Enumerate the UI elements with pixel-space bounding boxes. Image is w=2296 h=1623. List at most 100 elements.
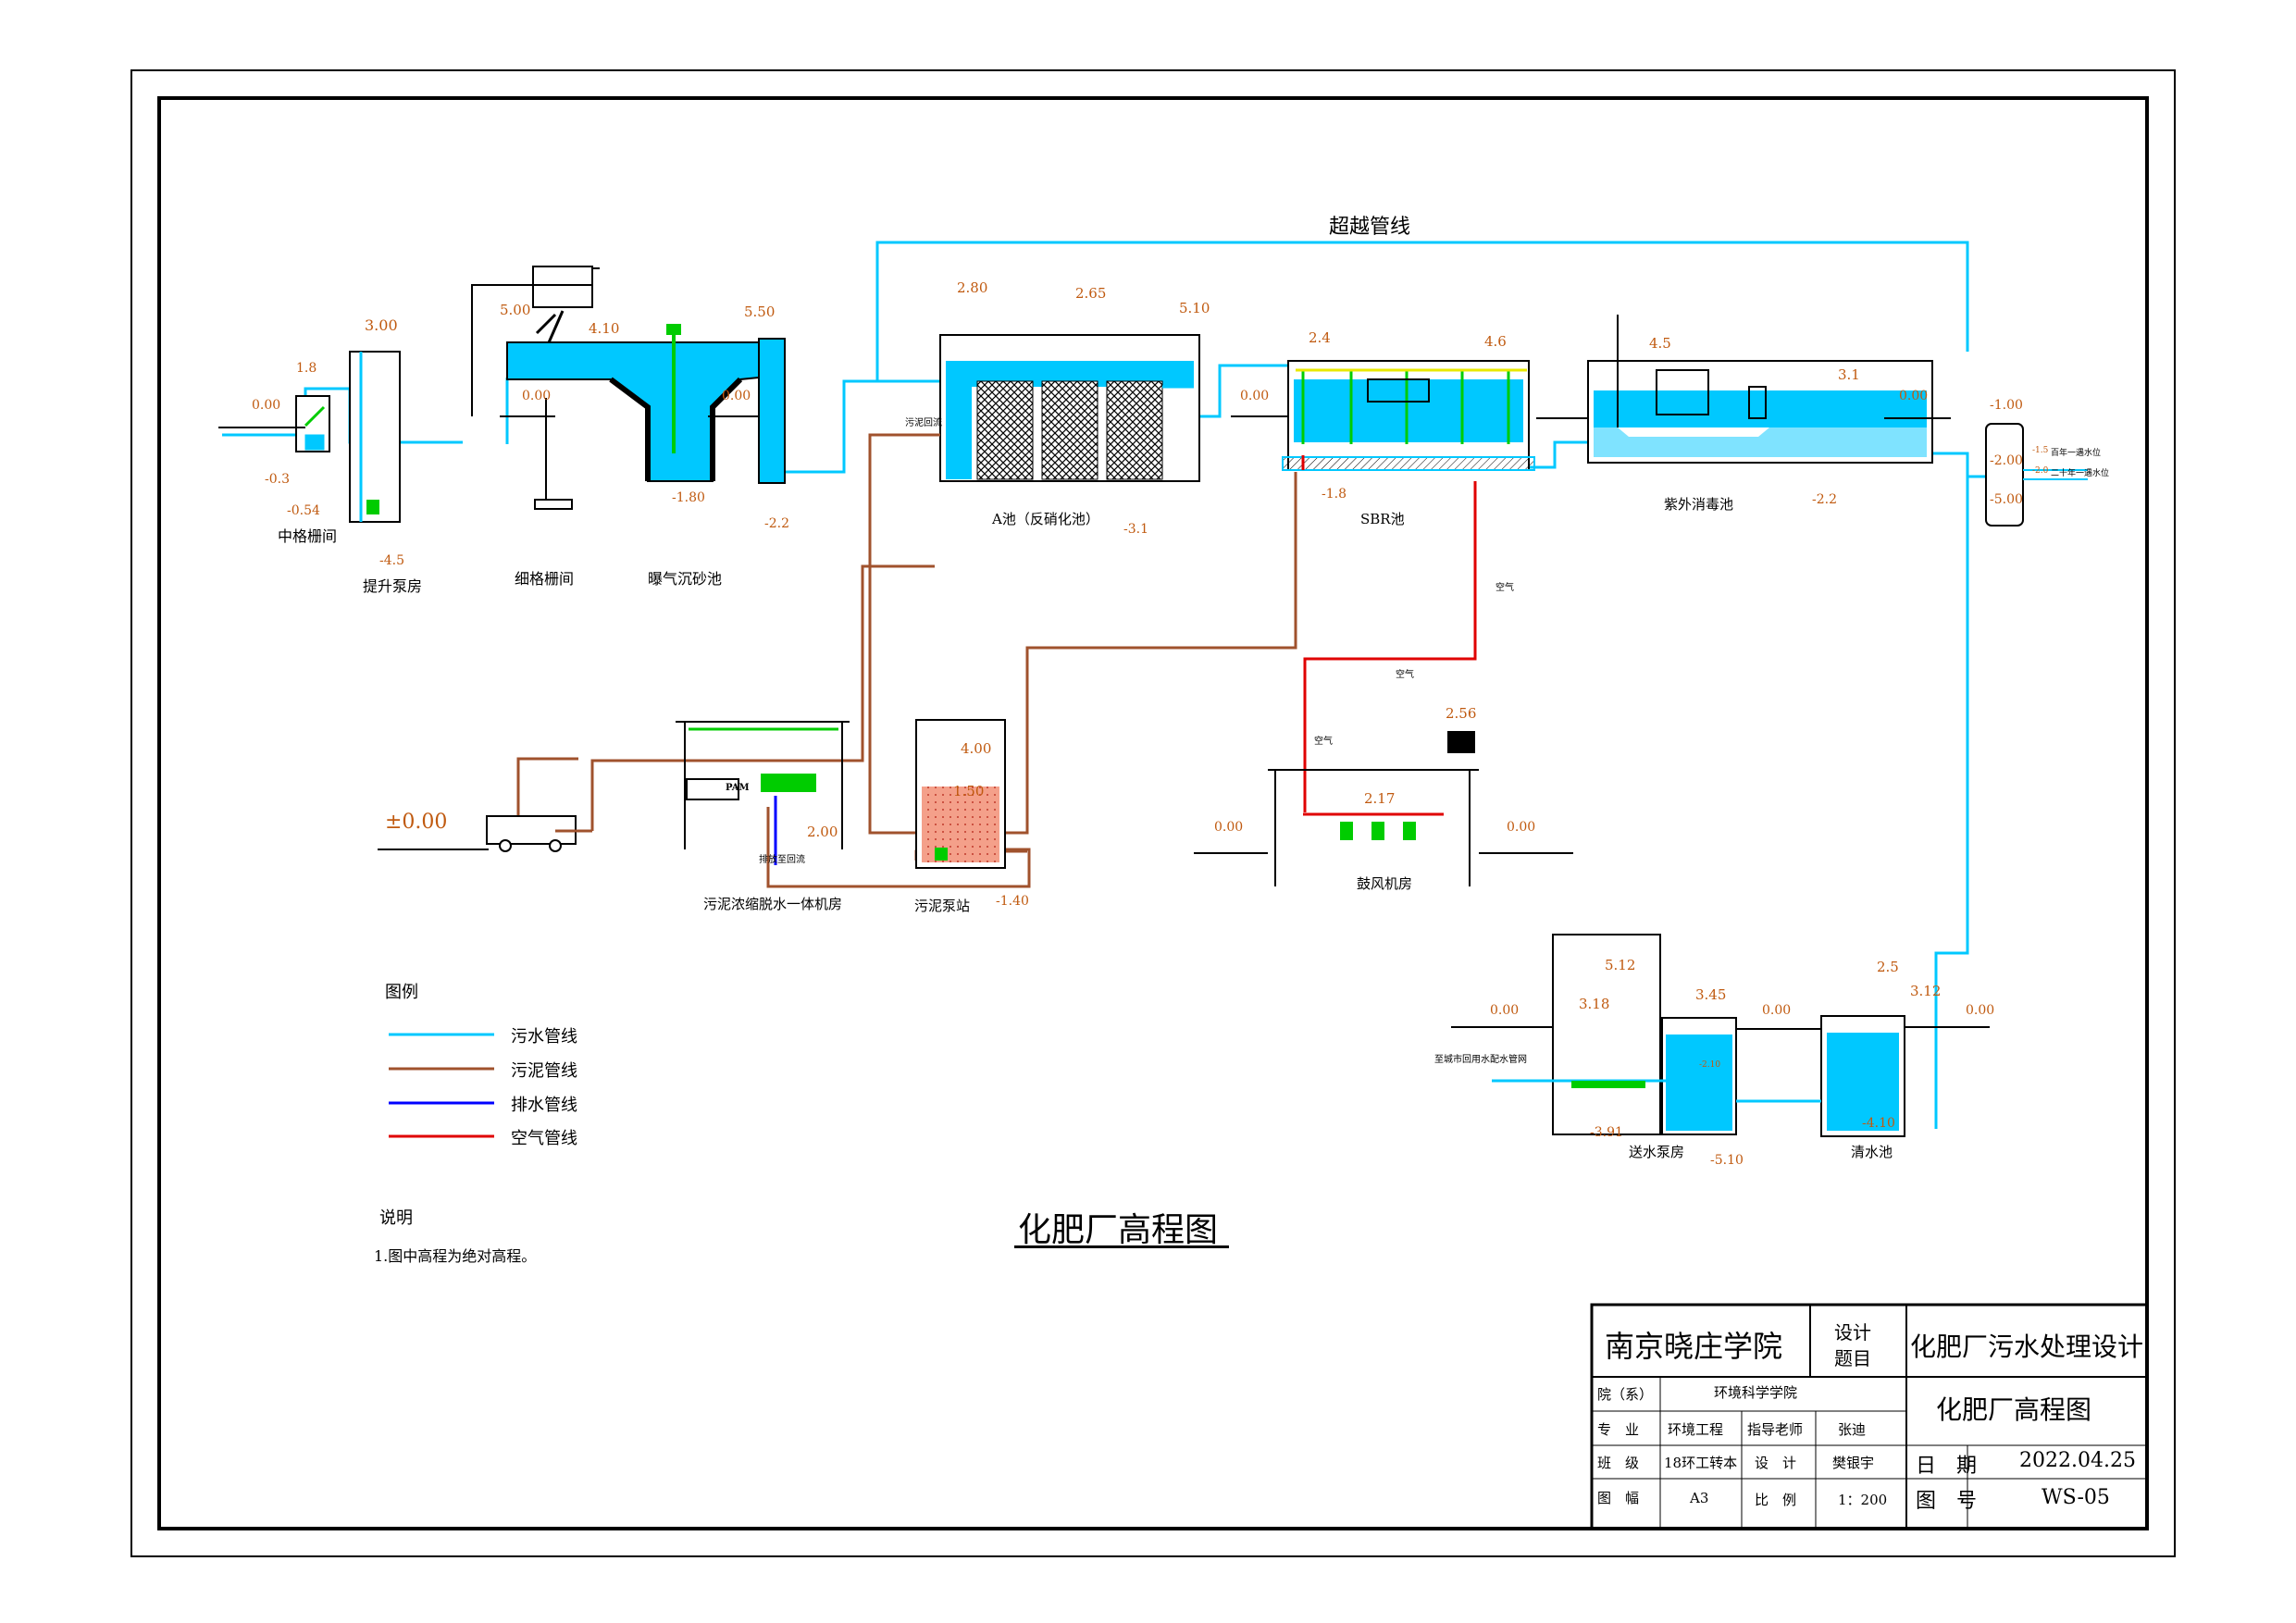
- clear-water-tank: [1736, 1015, 1905, 1137]
- tb-size: A3: [1690, 1490, 1709, 1506]
- station-fine-screen: 细格栅间: [515, 570, 575, 588]
- tb-class: 18环工转本: [1664, 1455, 1738, 1471]
- elev-uv-l: 4.5: [1649, 335, 1671, 352]
- elev-bl-l: 0.00: [1214, 820, 1244, 835]
- elev-ag-bot: -1.80: [672, 490, 705, 505]
- sbr-tank: [1282, 360, 1535, 471]
- anno-air-1: 空气: [1496, 583, 1514, 593]
- elev-out-a: -2.00: [1990, 453, 2023, 468]
- legend-item-air: 空气管线: [511, 1129, 577, 1148]
- station-medium-screen: 中格栅间: [278, 527, 338, 545]
- elev-cw-top: 2.5: [1877, 959, 1899, 975]
- anno-air-2: 空气: [1396, 670, 1414, 680]
- elev-sw-w: -2.10: [1699, 1060, 1721, 1070]
- station-blower: 鼓风机房: [1357, 875, 1413, 892]
- elev-bl-mid: 2.17: [1364, 790, 1396, 807]
- elev-sw-ground: 0.00: [1490, 1003, 1520, 1018]
- elev-a-top2: 2.65: [1075, 285, 1107, 302]
- elev-sw-c: -3.91: [1590, 1125, 1623, 1140]
- elev-sp-bot: -1.40: [996, 894, 1029, 909]
- elev-cw-ground: 0.00: [1966, 1003, 1995, 1018]
- anno-air-3: 空气: [1314, 737, 1333, 747]
- a-tank-anoxic: [939, 334, 1200, 482]
- elev-river-2: 二十年一遇水位: [2051, 469, 2110, 478]
- tb-dept-label: 院（系）: [1597, 1386, 1654, 1403]
- elev-out-b: -5.00: [1990, 492, 2023, 507]
- elev-a-top1: 2.80: [957, 279, 988, 296]
- elev-sw-b: 3.45: [1695, 986, 1727, 1003]
- station-lift-pump: 提升泵房: [363, 577, 423, 595]
- tb-date-label: 日 期: [1916, 1455, 1978, 1478]
- tb-scale: 1：200: [1838, 1492, 1888, 1508]
- tb-designer-label: 设 计: [1755, 1455, 1797, 1471]
- drawing-title: 化肥厂高程图: [1018, 1211, 1219, 1249]
- elev-river-2v: -2.0: [2032, 466, 2049, 476]
- tb-scale-label: 比 例: [1755, 1492, 1797, 1508]
- uv-disinfection-tank: [1587, 315, 1933, 464]
- elev-a-top3: 5.10: [1179, 300, 1210, 316]
- ground-lines: [218, 415, 1990, 1030]
- station-clear-water: 清水池: [1851, 1144, 1893, 1160]
- tb-topic: 化肥厂污水处理设计: [1910, 1332, 2144, 1362]
- elev-ms-top: 1.8: [296, 361, 317, 376]
- anno-pam: PAM: [726, 783, 750, 793]
- elev-sw-top: 5.12: [1605, 957, 1636, 973]
- tb-topic-label-1: 设计: [1834, 1321, 1871, 1344]
- legend-item-drain: 排水管线: [511, 1096, 577, 1115]
- elev-uv-ground: 0.00: [1899, 389, 1929, 403]
- elev-uv-r: 3.1: [1838, 366, 1860, 383]
- tb-school: 南京晓庄学院: [1605, 1329, 1783, 1364]
- outer-frame: [130, 69, 2176, 1557]
- elev-sp-top: 4.00: [961, 740, 992, 757]
- outfall-well: [1985, 423, 2088, 527]
- tb-number: WS-05: [2042, 1486, 2110, 1509]
- legend-item-sludge: 污泥管线: [511, 1061, 577, 1081]
- elev-a-bot: -3.1: [1123, 522, 1148, 537]
- station-sludge-dewater: 污泥浓缩脱水一体机房: [703, 896, 843, 912]
- station-sbr: SBR池: [1360, 511, 1405, 527]
- legend: [389, 1033, 494, 1138]
- elev-sp-mid: 1.50: [953, 783, 985, 799]
- elev-sbr-r: 4.6: [1484, 333, 1507, 350]
- notes-line-1: 1.图中高程为绝对高程。: [374, 1247, 537, 1265]
- tb-designer: 樊银宇: [1832, 1455, 1875, 1471]
- sludge-pump-station: [915, 719, 1006, 869]
- tb-topic-label-2: 题目: [1834, 1347, 1871, 1369]
- sludge-dewater-building: [486, 721, 850, 865]
- elev-a-ground: 0.00: [1240, 389, 1270, 403]
- tb-drawing-name: 化肥厂高程图: [1936, 1394, 2092, 1425]
- elev-bl-r: 0.00: [1507, 820, 1536, 835]
- elev-ag-out: -2.2: [764, 516, 789, 531]
- elev-fs-b: 4.10: [589, 320, 620, 337]
- title-underline: [1014, 1245, 1229, 1248]
- tb-major: 环境工程: [1668, 1421, 1724, 1438]
- elev-out-top: -1.00: [1990, 398, 2023, 413]
- elev-bl-top: 2.56: [1446, 705, 1477, 722]
- station-supply-pump: 送水泵房: [1629, 1144, 1685, 1160]
- aerated-grit-tank: [506, 324, 786, 484]
- tb-dept: 环境科学学院: [1714, 1384, 1798, 1401]
- title-block-grid: [1590, 1303, 2149, 1530]
- medium-screen-chamber: [218, 395, 330, 452]
- elev-cw-bot: -4.10: [1862, 1116, 1895, 1131]
- lift-pump-house: [349, 351, 401, 523]
- blower-house: [1268, 731, 1479, 886]
- tb-date: 2022.04.25: [2019, 1449, 2136, 1472]
- anno-sludge-return: 污泥回流: [905, 418, 942, 428]
- elev-ag-ground: 0.00: [722, 389, 751, 403]
- elev-uv-bot: -2.2: [1812, 492, 1837, 507]
- tb-size-label: 图 幅: [1597, 1490, 1640, 1506]
- elev-river-1v: -1.5: [2032, 446, 2049, 455]
- tb-advisor-label: 指导老师: [1747, 1421, 1804, 1438]
- anno-supply-pipe: 至城市回用水配水管网: [1434, 1055, 1527, 1065]
- elev-lp-bot: -4.5: [379, 553, 404, 568]
- bypass-label: 超越管线: [1329, 216, 1410, 239]
- elev-sw-a: 3.18: [1579, 996, 1610, 1012]
- elev-river-1: 百年一遇水位: [2051, 449, 2102, 458]
- notes-title: 说明: [379, 1208, 413, 1228]
- elev-sw-d: -5.10: [1710, 1153, 1744, 1168]
- inner-frame: [157, 96, 2149, 1530]
- elev-fs-ground: 0.00: [522, 389, 552, 403]
